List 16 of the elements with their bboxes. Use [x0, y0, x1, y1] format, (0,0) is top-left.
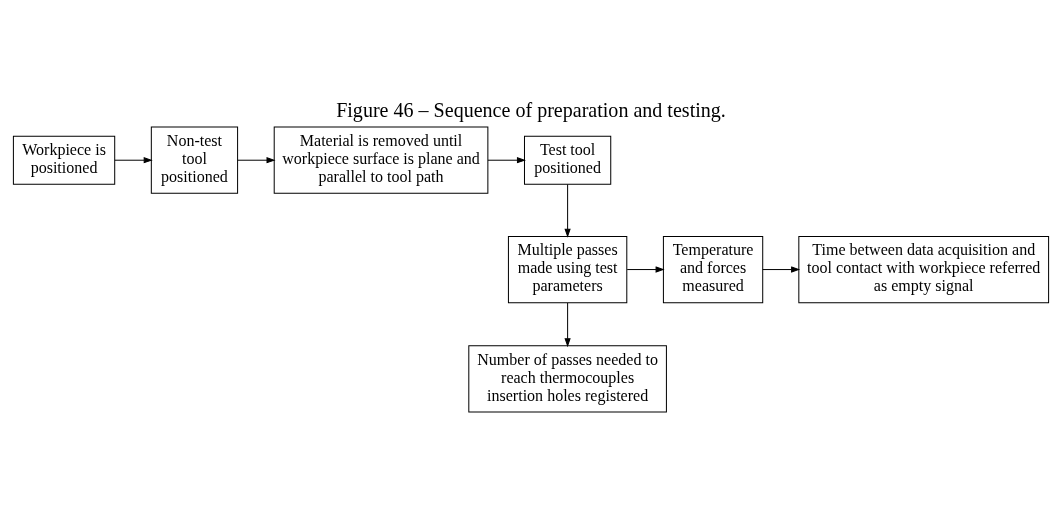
node-box: Non-test tool positioned [150, 126, 239, 194]
node-box: Workpiece is positioned [12, 135, 116, 185]
arrow [237, 156, 275, 163]
arrow [564, 301, 571, 346]
node-box: Multiple passes made using test parameters [507, 235, 628, 303]
arrow [114, 156, 152, 163]
arrow [564, 183, 571, 237]
node-box: Time between data acquisition and tool contact with workpiece referred as empty signal [798, 235, 1050, 303]
node-box: Test tool positioned [524, 135, 612, 185]
node-box: Number of passes needed to reach thermocouples insertion holes registered [468, 344, 667, 412]
diagram-title: Figure 46 – Sequence of preparation and testing. [336, 98, 726, 121]
arrow [487, 156, 525, 163]
node-box: Material is removed until workpiece surface is plane and parallel to tool path [273, 126, 489, 194]
node-box: Temperature and forces measured [662, 235, 764, 303]
arrow [762, 266, 800, 272]
arrow [626, 266, 664, 272]
